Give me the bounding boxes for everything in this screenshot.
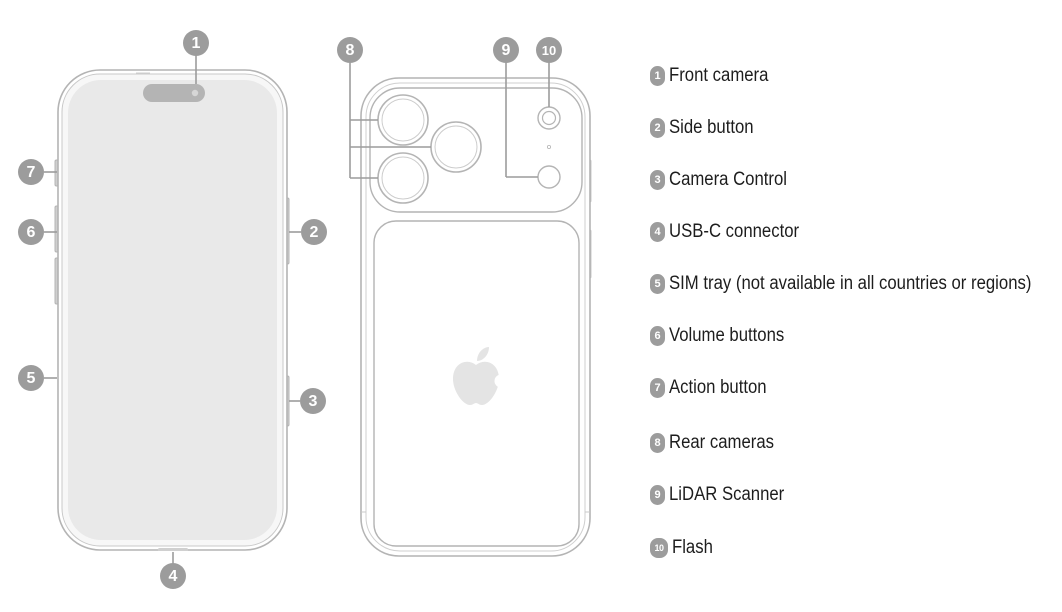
leader-lines <box>44 55 550 565</box>
lidar-scanner <box>537 165 561 189</box>
callout-3: 3 <box>300 388 326 414</box>
callout-10: 10 <box>536 37 562 63</box>
callout-9: 9 <box>493 37 519 63</box>
legend-item-rear-cameras: 8 Rear cameras <box>650 427 788 459</box>
rear-camera-bottom-inner <box>381 156 425 200</box>
flash <box>537 106 561 130</box>
callout-6-number: 6 <box>27 224 36 241</box>
front-view <box>54 69 290 551</box>
legend-badge: 7 <box>650 378 665 398</box>
legend-badge: 3 <box>650 170 665 190</box>
legend-item-camera-control: 3 Camera Control <box>650 164 803 196</box>
legend-item-usb-c-connector: 4 USB-C connector <box>650 216 817 248</box>
legend-badge: 6 <box>650 326 665 346</box>
legend-item-flash: 10 Flash <box>650 532 718 564</box>
callout-2: 2 <box>301 219 327 245</box>
callout-5: 5 <box>18 365 44 391</box>
rear-camera-bottom <box>377 152 429 204</box>
callout-4-number: 4 <box>169 568 178 585</box>
callout-8: 8 <box>337 37 363 63</box>
callout-1: 1 <box>183 30 209 56</box>
callout-1-number: 1 <box>192 35 201 52</box>
legend-item-sim-tray: 5 SIM tray (not available in all countri… <box>650 268 1062 300</box>
back-view <box>360 77 592 557</box>
legend-item-side-button: 2 Side button <box>650 112 765 144</box>
callout-9-number: 9 <box>502 42 511 59</box>
legend-badge: 9 <box>650 485 665 505</box>
rear-camera-middle-inner <box>434 125 478 169</box>
callout-7-number: 7 <box>27 164 36 181</box>
legend-item-action-button: 7 Action button <box>650 372 780 404</box>
legend-label: SIM tray (not available in all countries… <box>669 273 1032 294</box>
callout-4: 4 <box>160 563 186 589</box>
callout-6: 6 <box>18 219 44 245</box>
callout-8-number: 8 <box>346 42 355 59</box>
legend-badge: 5 <box>650 274 665 294</box>
legend-label: Rear cameras <box>669 432 775 453</box>
legend-label: Action button <box>669 377 767 398</box>
legend-item-lidar-scanner: 9 LiDAR Scanner <box>650 479 800 511</box>
legend-badge: 2 <box>650 118 665 138</box>
dynamic-island <box>143 84 205 102</box>
callout-badges: 1 2 3 4 5 6 7 8 <box>18 30 562 589</box>
legend-label: Camera Control <box>669 169 788 190</box>
legend-label: LiDAR Scanner <box>669 484 785 505</box>
legend-label: Volume buttons <box>669 325 785 346</box>
front-screen <box>68 80 277 540</box>
callout-5-number: 5 <box>27 370 36 387</box>
legend-label: Flash <box>672 537 713 558</box>
rear-camera-middle <box>430 121 482 173</box>
callout-3-number: 3 <box>309 393 318 410</box>
legend-item-front-camera: 1 Front camera <box>650 60 782 92</box>
back-inner-edge <box>365 82 586 552</box>
legend-label: USB-C connector <box>669 221 800 242</box>
rear-camera-top-inner <box>381 98 425 142</box>
rear-camera-top <box>377 94 429 146</box>
callout-2-number: 2 <box>310 224 319 241</box>
legend-badge: 1 <box>650 66 665 86</box>
apple-logo-icon <box>453 347 508 405</box>
flash-inner <box>541 110 557 126</box>
callout-7: 7 <box>18 159 44 185</box>
legend-item-volume-buttons: 6 Volume buttons <box>650 320 800 352</box>
front-camera-lens <box>191 89 199 97</box>
microphone <box>547 144 552 149</box>
legend-badge: 8 <box>650 433 665 453</box>
legend-badge: 10 <box>650 538 668 558</box>
legend-label: Front camera <box>669 65 769 86</box>
legend-label: Side button <box>669 117 754 138</box>
callout-10-number: 10 <box>542 43 556 58</box>
legend-badge: 4 <box>650 222 665 242</box>
usb-c-port <box>158 548 188 551</box>
